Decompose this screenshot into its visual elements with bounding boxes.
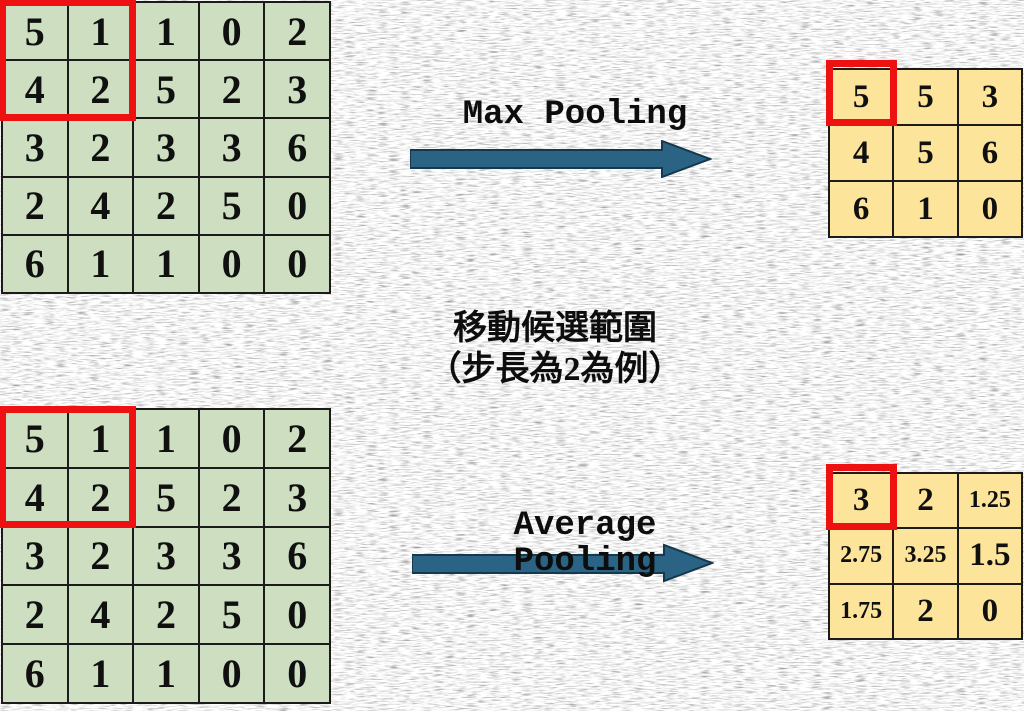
grid-cell: 2 bbox=[134, 586, 198, 644]
grid-cell: 2 bbox=[68, 61, 133, 118]
grid-cell: 6 bbox=[830, 182, 893, 236]
grid-cell: 0 bbox=[958, 182, 1021, 236]
grid-cell: 1 bbox=[134, 645, 198, 702]
caption-line2: （步長為2為例） bbox=[427, 351, 683, 388]
grid-cell: 1.75 bbox=[830, 584, 893, 638]
grid-cell: 3 bbox=[134, 119, 198, 176]
grid-cell: 3 bbox=[958, 70, 1021, 124]
grid-cell: 2 bbox=[265, 3, 329, 60]
grid-cell: 6 bbox=[265, 119, 329, 176]
grid-cell: 2 bbox=[199, 468, 264, 526]
grid-cell: 0 bbox=[199, 645, 264, 702]
grid-cell: 1 bbox=[68, 410, 133, 467]
grid-cell: 5 bbox=[134, 468, 198, 526]
grid-cell: 6 bbox=[265, 527, 329, 585]
grid-cell: 0 bbox=[199, 3, 264, 60]
grid-cell: 6 bbox=[3, 645, 67, 702]
grid-cell: 3.25 bbox=[894, 529, 957, 583]
grid-cell: 1.25 bbox=[958, 474, 1021, 528]
grid-cell: 2 bbox=[3, 177, 67, 234]
grid-cell: 3 bbox=[134, 527, 198, 585]
grid-cell: 1 bbox=[68, 235, 133, 292]
grid-cell: 0 bbox=[199, 410, 264, 467]
grid-cell: 0 bbox=[265, 177, 329, 234]
max-pooling-arrow bbox=[410, 140, 712, 178]
grid-cell: 2.75 bbox=[830, 529, 893, 583]
grid-cell: 0 bbox=[265, 645, 329, 702]
grid-cell: 6 bbox=[3, 235, 67, 292]
grid-cell: 1.5 bbox=[958, 529, 1021, 583]
grid-cell: 4 bbox=[830, 126, 893, 180]
grid-cell: 4 bbox=[68, 586, 133, 644]
average-pooling-label-line1: Average bbox=[513, 507, 657, 545]
grid-cell: 6 bbox=[958, 126, 1021, 180]
grid-cell: 1 bbox=[68, 3, 133, 60]
grid-cell: 5 bbox=[199, 586, 264, 644]
grid-cell: 2 bbox=[894, 584, 957, 638]
grid-cell: 2 bbox=[894, 474, 957, 528]
max-pooling-label: Max Pooling bbox=[462, 96, 688, 134]
grid-cell: 5 bbox=[3, 410, 67, 467]
grid-cell: 2 bbox=[68, 468, 133, 526]
grid-cell: 3 bbox=[830, 474, 893, 528]
grid-cell: 4 bbox=[3, 468, 67, 526]
grid-cell: 2 bbox=[68, 119, 133, 176]
average-pooling-label-line2: Pooling bbox=[513, 543, 657, 581]
grid-cell: 5 bbox=[894, 126, 957, 180]
grid-cell: 2 bbox=[68, 527, 133, 585]
grid-cell: 2 bbox=[134, 177, 198, 234]
grid-cell: 4 bbox=[3, 61, 67, 118]
grid-cell: 1 bbox=[134, 3, 198, 60]
grid-cell: 2 bbox=[3, 586, 67, 644]
grid-cell: 3 bbox=[199, 119, 264, 176]
grid-cell: 3 bbox=[265, 468, 329, 526]
grid-cell: 1 bbox=[134, 410, 198, 467]
grid-cell: 1 bbox=[894, 182, 957, 236]
grid-cell: 5 bbox=[199, 177, 264, 234]
grid-cell: 0 bbox=[265, 586, 329, 644]
grid-cell: 5 bbox=[134, 61, 198, 118]
grid-cell: 5 bbox=[3, 3, 67, 60]
grid-cell: 3 bbox=[199, 527, 264, 585]
grid-cell: 2 bbox=[265, 410, 329, 467]
grid-cell: 5 bbox=[894, 70, 957, 124]
grid-cell: 2 bbox=[199, 61, 264, 118]
grid-cell: 3 bbox=[3, 119, 67, 176]
grid-cell: 1 bbox=[134, 235, 198, 292]
grid-cell: 5 bbox=[830, 70, 893, 124]
grid-cell: 3 bbox=[3, 527, 67, 585]
grid-cell: 0 bbox=[265, 235, 329, 292]
grid-cell: 0 bbox=[199, 235, 264, 292]
grid-cell: 3 bbox=[265, 61, 329, 118]
grid-cell: 1 bbox=[68, 645, 133, 702]
grid-cell: 0 bbox=[958, 584, 1021, 638]
grid-cell: 4 bbox=[68, 177, 133, 234]
